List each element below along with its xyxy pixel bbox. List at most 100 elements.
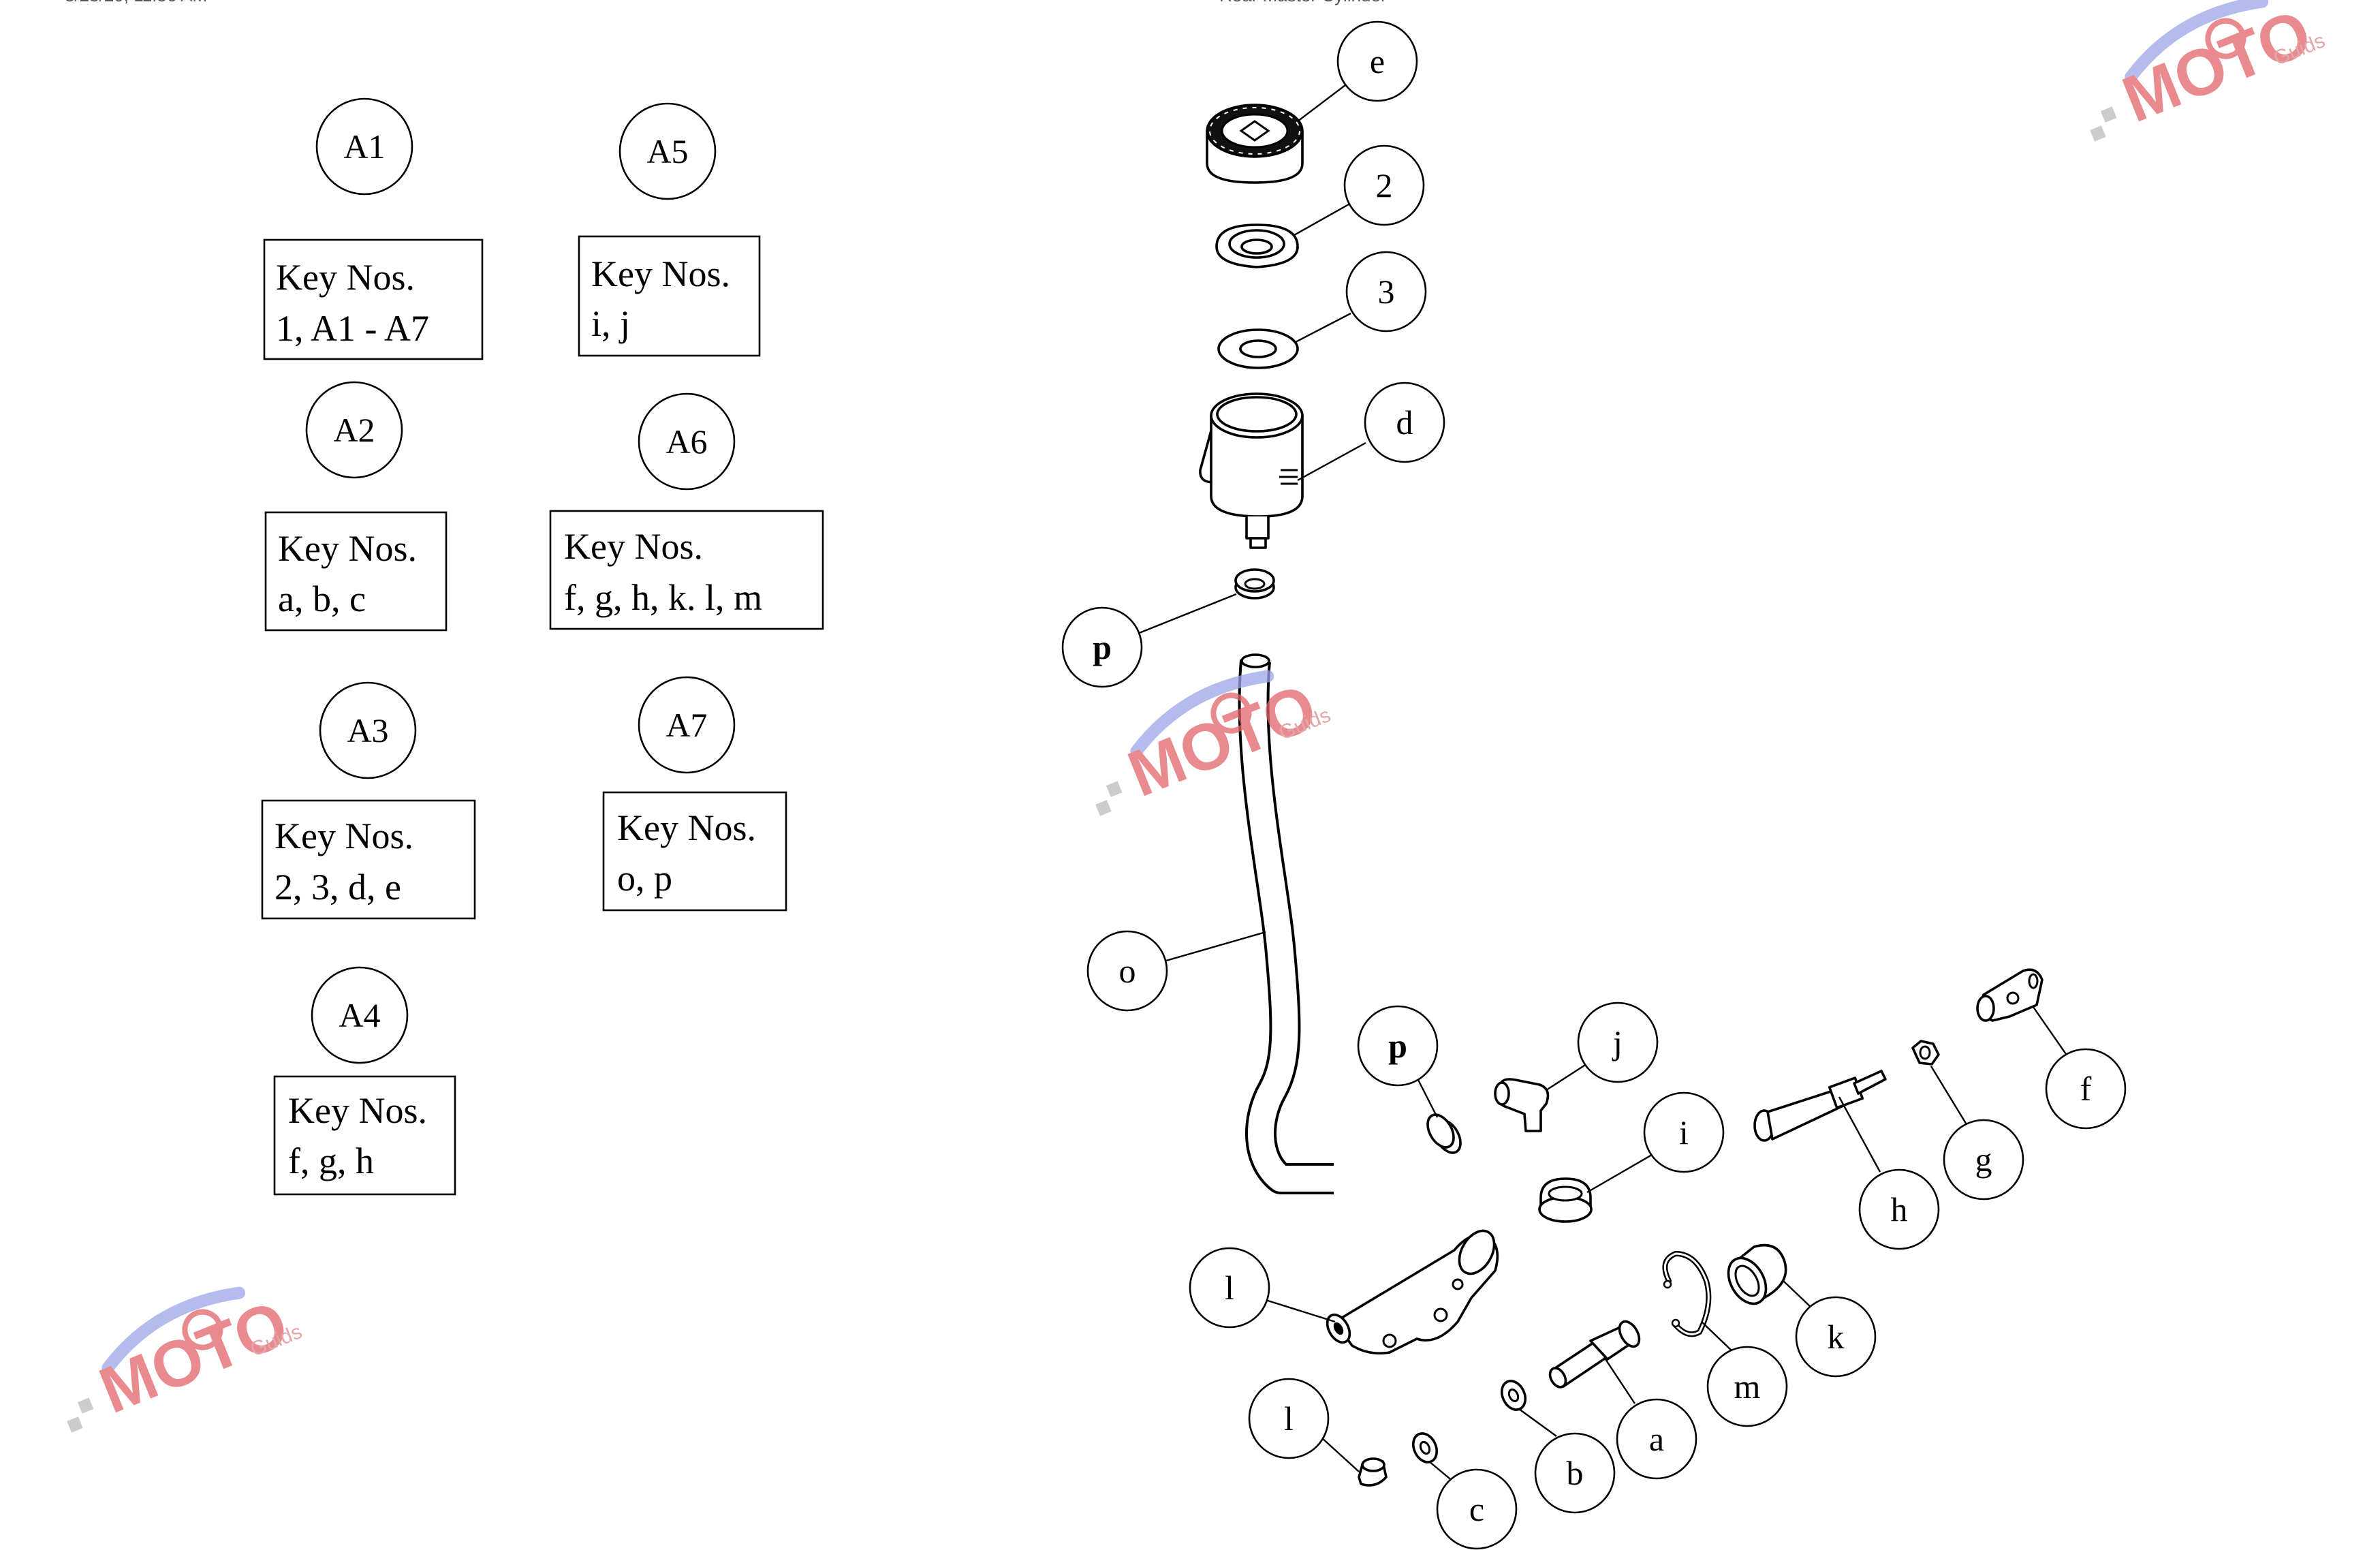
part-callout-e: e bbox=[1336, 20, 1418, 102]
assembly-callout-a6: A6 bbox=[638, 392, 736, 491]
part-callout-2: 2 bbox=[1343, 144, 1425, 226]
exploded-view: e 2 3 bbox=[1061, 20, 2127, 1550]
assembly-callout-a1: A1 bbox=[315, 97, 413, 196]
header-title: Rear Master Cylinder bbox=[1219, 0, 1387, 5]
part-callout-l-small: l bbox=[1248, 1378, 1330, 1459]
assembly-callout-a5: A5 bbox=[619, 102, 717, 200]
svg-text:Key Nos.: Key Nos. bbox=[275, 816, 413, 856]
svg-text:Key Nos.: Key Nos. bbox=[288, 1090, 427, 1131]
ring-c-part bbox=[1411, 1432, 1439, 1463]
ring-b-part bbox=[1500, 1380, 1527, 1411]
part-callout-b: b bbox=[1534, 1432, 1616, 1514]
key-box-a4: Key Nos. f, g, h bbox=[273, 1075, 456, 1196]
diaphragm-part bbox=[1215, 223, 1299, 268]
key-box-a1: Key Nos. 1, A1 - A7 bbox=[263, 238, 484, 360]
svg-text:A3: A3 bbox=[347, 711, 388, 749]
key-box-a5: Key Nos. i, j bbox=[578, 235, 761, 357]
clevis-part bbox=[1976, 968, 2044, 1022]
nut-part bbox=[1911, 1040, 1940, 1066]
svg-text:2: 2 bbox=[1376, 166, 1393, 204]
key-box-a3: Key Nos. 2, 3, d, e bbox=[261, 799, 476, 920]
part-callout-m: m bbox=[1706, 1346, 1788, 1427]
grommet-part bbox=[1538, 1177, 1593, 1223]
svg-text:c: c bbox=[1469, 1490, 1484, 1528]
diaphragm-plate-part bbox=[1217, 328, 1299, 369]
assembly-callout-a2: A2 bbox=[305, 381, 403, 479]
part-callout-k: k bbox=[1795, 1296, 1877, 1378]
key-box-a7: Key Nos. o, p bbox=[602, 791, 787, 912]
svg-text:m: m bbox=[1734, 1367, 1761, 1406]
svg-text:l: l bbox=[1225, 1269, 1234, 1307]
svg-text:f: f bbox=[2080, 1070, 2092, 1108]
svg-text:Key Nos.: Key Nos. bbox=[278, 528, 417, 569]
header-timestamp: 3/23/20, 11:56 AM bbox=[65, 0, 207, 5]
gear-icon bbox=[2205, 18, 2246, 59]
part-callout-p-top: p bbox=[1061, 606, 1143, 688]
svg-text:k: k bbox=[1828, 1318, 1845, 1356]
svg-text:Key Nos.: Key Nos. bbox=[276, 257, 415, 298]
svg-text:Key Nos.: Key Nos. bbox=[617, 807, 756, 848]
gear-icon bbox=[182, 1309, 223, 1350]
part-callout-f: f bbox=[2045, 1048, 2127, 1130]
svg-text:A1: A1 bbox=[343, 127, 385, 166]
svg-text:i: i bbox=[1679, 1113, 1689, 1151]
reservoir-hose-part bbox=[1238, 653, 1334, 1194]
svg-text:A5: A5 bbox=[646, 132, 688, 170]
svg-text:e: e bbox=[1370, 42, 1385, 80]
svg-text:2, 3, d, e: 2, 3, d, e bbox=[275, 867, 401, 908]
boot-part bbox=[1358, 1457, 1388, 1487]
svg-text:Key Nos.: Key Nos. bbox=[564, 526, 703, 567]
svg-text:p: p bbox=[1388, 1027, 1407, 1065]
assembly-key: A1 Key Nos. 1, A1 - A7 A5 Key Nos. i, j … bbox=[261, 97, 824, 1196]
part-callout-l-body: l bbox=[1189, 1247, 1270, 1329]
svg-text:A2: A2 bbox=[333, 411, 375, 449]
master-cylinder-body-part bbox=[1326, 1229, 1499, 1355]
watermark-logo-top-right: MOTO Guids bbox=[2090, 0, 2328, 142]
assembly-callout-a7: A7 bbox=[638, 676, 736, 774]
svg-text:g: g bbox=[1975, 1141, 1992, 1179]
svg-text:f, g, h: f, g, h bbox=[288, 1141, 374, 1181]
gear-icon bbox=[1210, 692, 1252, 734]
part-callout-d: d bbox=[1364, 382, 1445, 463]
hose-clip-top-part bbox=[1234, 568, 1275, 600]
svg-text:o, p: o, p bbox=[617, 858, 672, 899]
piston-part bbox=[1548, 1320, 1641, 1389]
part-callout-a: a bbox=[1616, 1398, 1697, 1480]
svg-text:j: j bbox=[1612, 1023, 1623, 1061]
svg-text:h: h bbox=[1891, 1190, 1908, 1228]
svg-text:Key Nos.: Key Nos. bbox=[591, 253, 730, 294]
svg-text:1, A1 - A7: 1, A1 - A7 bbox=[276, 308, 429, 349]
part-callout-p-low: p bbox=[1357, 1005, 1439, 1087]
part-callout-j: j bbox=[1577, 1002, 1659, 1083]
svg-text:p: p bbox=[1093, 628, 1112, 666]
part-callout-c: c bbox=[1436, 1468, 1518, 1550]
hose-joint-part bbox=[1494, 1078, 1550, 1132]
part-callout-g: g bbox=[1943, 1119, 2024, 1200]
key-box-a2: Key Nos. a, b, c bbox=[264, 511, 448, 632]
cup-part bbox=[1727, 1243, 1787, 1305]
reservoir-cap-part bbox=[1206, 104, 1304, 184]
assembly-callout-a4: A4 bbox=[311, 966, 409, 1064]
part-callout-h: h bbox=[1858, 1168, 1940, 1250]
svg-text:b: b bbox=[1567, 1454, 1584, 1492]
part-callout-o: o bbox=[1086, 930, 1168, 1012]
svg-text:d: d bbox=[1396, 403, 1413, 441]
svg-text:l: l bbox=[1284, 1399, 1294, 1438]
svg-text:o: o bbox=[1119, 952, 1136, 990]
reservoir-body-part bbox=[1199, 392, 1304, 549]
svg-text:a: a bbox=[1649, 1420, 1664, 1458]
svg-text:A6: A6 bbox=[666, 422, 707, 461]
key-box-a6: Key Nos. f, g, h, k. l, m bbox=[549, 510, 824, 630]
svg-text:i, j: i, j bbox=[591, 303, 630, 344]
svg-text:A7: A7 bbox=[666, 706, 707, 744]
svg-text:a, b, c: a, b, c bbox=[278, 578, 366, 619]
svg-text:f, g, h, k. l, m: f, g, h, k. l, m bbox=[564, 577, 762, 618]
svg-text:3: 3 bbox=[1378, 273, 1395, 311]
svg-text:A4: A4 bbox=[339, 996, 380, 1034]
circlip-part bbox=[1662, 1250, 1712, 1337]
hose-clip-low-part bbox=[1426, 1113, 1462, 1154]
watermark-logo-bottom-left: MOTO Guids bbox=[67, 1286, 305, 1433]
part-callout-3: 3 bbox=[1345, 251, 1427, 332]
push-rod-part bbox=[1753, 1070, 1887, 1142]
